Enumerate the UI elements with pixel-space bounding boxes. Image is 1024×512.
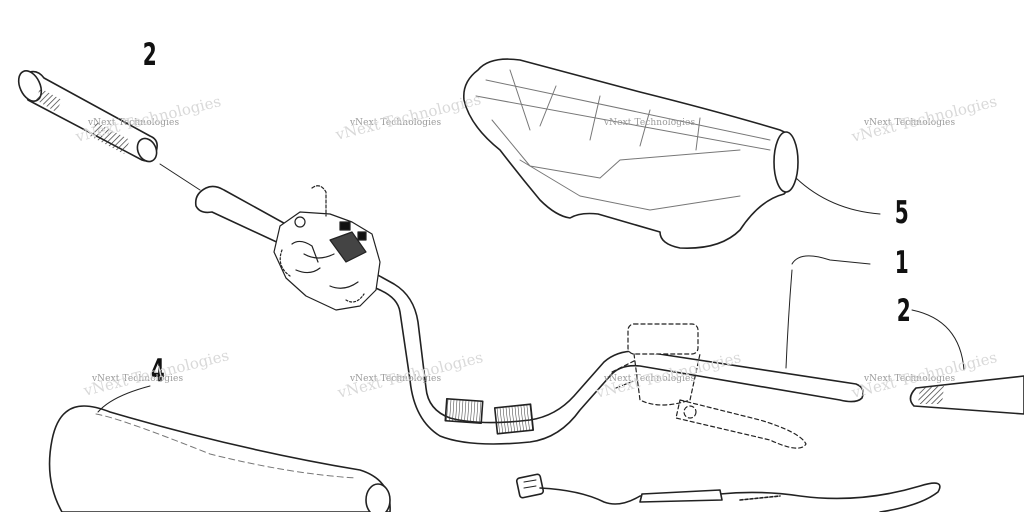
wiring-harness — [515, 473, 941, 512]
callout-2-top: 2 — [142, 37, 157, 73]
handlebar-pad — [48, 385, 391, 512]
watermark-4: vNext Technologies — [864, 118, 956, 128]
watermark-8: vNext Technologies — [864, 374, 956, 384]
brake-master-cylinder — [611, 323, 807, 449]
handlebar — [194, 185, 871, 445]
watermark-2: vNext Technologies — [350, 118, 442, 128]
watermark-1: vNext Technologies — [88, 118, 180, 128]
watermark-5: vNext Technologies — [92, 374, 184, 384]
callout-4: 4 — [150, 353, 165, 389]
hand-guard — [462, 58, 881, 249]
callout-2-right: 2 — [896, 293, 911, 329]
callout-1: 1 — [894, 245, 909, 281]
left-handlebar-grip — [17, 70, 201, 191]
watermark-3: vNext Technologies — [604, 118, 696, 128]
watermark-6: vNext Technologies — [350, 374, 442, 384]
right-handlebar-grip — [909, 309, 1024, 415]
watermark-7: vNext Technologies — [604, 374, 696, 384]
callout-5: 5 — [894, 195, 909, 231]
throttle-control-switch — [273, 185, 381, 311]
